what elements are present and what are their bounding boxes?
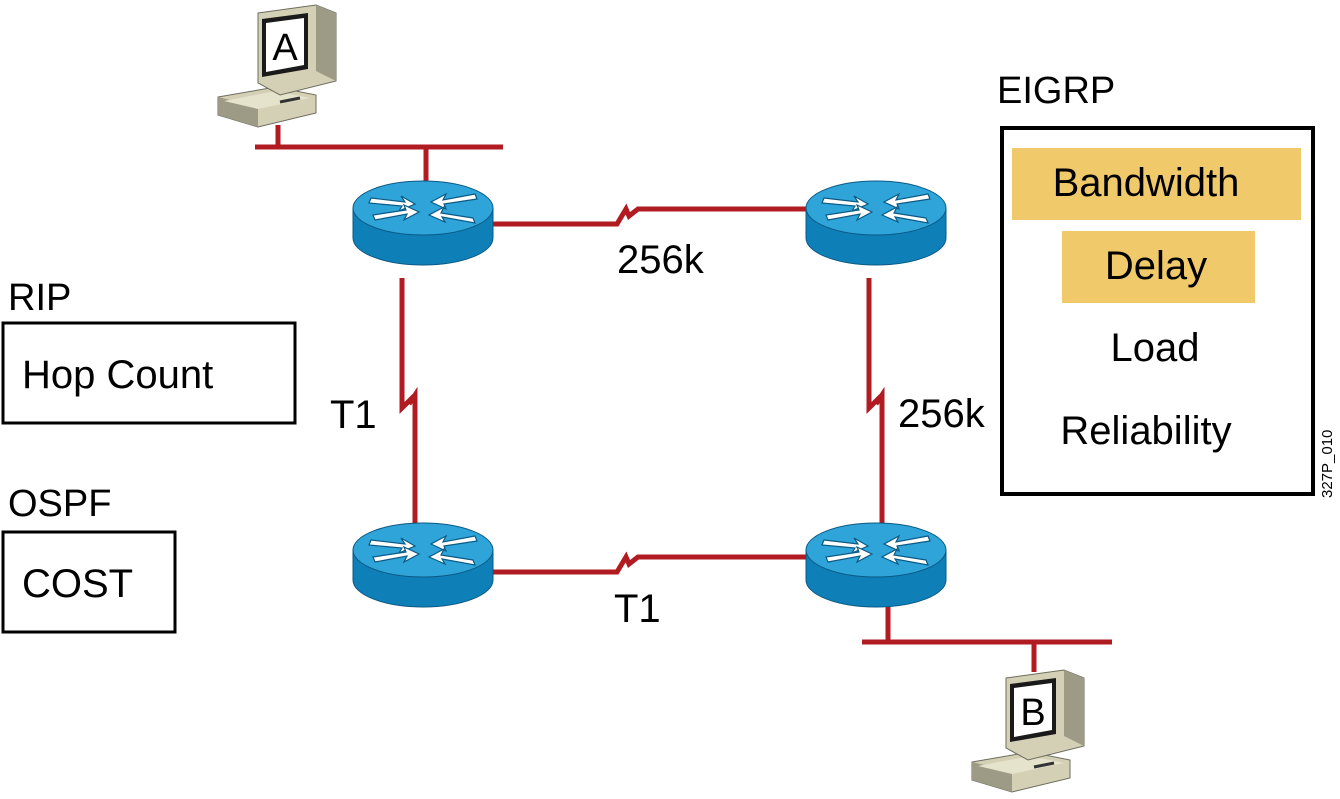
router-top-right: [805, 180, 947, 266]
link-label-top: 256k: [617, 238, 705, 282]
router-top-left: [352, 180, 494, 266]
link-label-left: T1: [330, 393, 377, 437]
eigrp-highlight-delay: [1062, 231, 1255, 303]
ethernet-segment-a: [255, 125, 503, 188]
ospf-metric: COST: [22, 562, 133, 606]
eigrp-metric-load: Load: [1111, 326, 1200, 370]
host-b-label: B: [1020, 692, 1045, 734]
eigrp-highlight-bandwidth: [1012, 148, 1301, 220]
ospf-panel: OSPF COST: [1, 483, 177, 634]
eigrp-title: EIGRP: [997, 70, 1115, 112]
eigrp-box: [1000, 126, 1315, 496]
ospf-box: [1, 530, 177, 634]
serial-link-right: [866, 278, 885, 530]
host-a-label: A: [272, 27, 298, 69]
router-bottom-left: [352, 522, 494, 608]
figure-id: 327P_010: [1319, 430, 1336, 498]
link-label-bottom: T1: [614, 587, 661, 631]
eigrp-metric-reliability: Reliability: [1060, 409, 1231, 453]
router-bottom-right: [805, 522, 947, 608]
rip-panel: RIP Hop Count: [1, 277, 297, 425]
rip-title: RIP: [8, 277, 71, 319]
serial-link-bottom: [490, 551, 806, 575]
link-label-right: 256k: [898, 392, 986, 436]
serial-link-top: [490, 203, 806, 227]
rip-box: [1, 321, 297, 425]
eigrp-metric-delay: Delay: [1105, 244, 1207, 288]
host-a-computer-icon: A: [217, 4, 337, 128]
eigrp-metric-bandwidth: Bandwidth: [1053, 161, 1240, 205]
ethernet-segment-b: [862, 600, 1112, 672]
rip-metric: Hop Count: [22, 353, 213, 397]
serial-link-left: [399, 278, 418, 530]
host-b-computer-icon: B: [971, 669, 1085, 793]
eigrp-panel: EIGRP Bandwidth Delay Load Reliability: [997, 70, 1315, 496]
ospf-title: OSPF: [8, 483, 111, 525]
